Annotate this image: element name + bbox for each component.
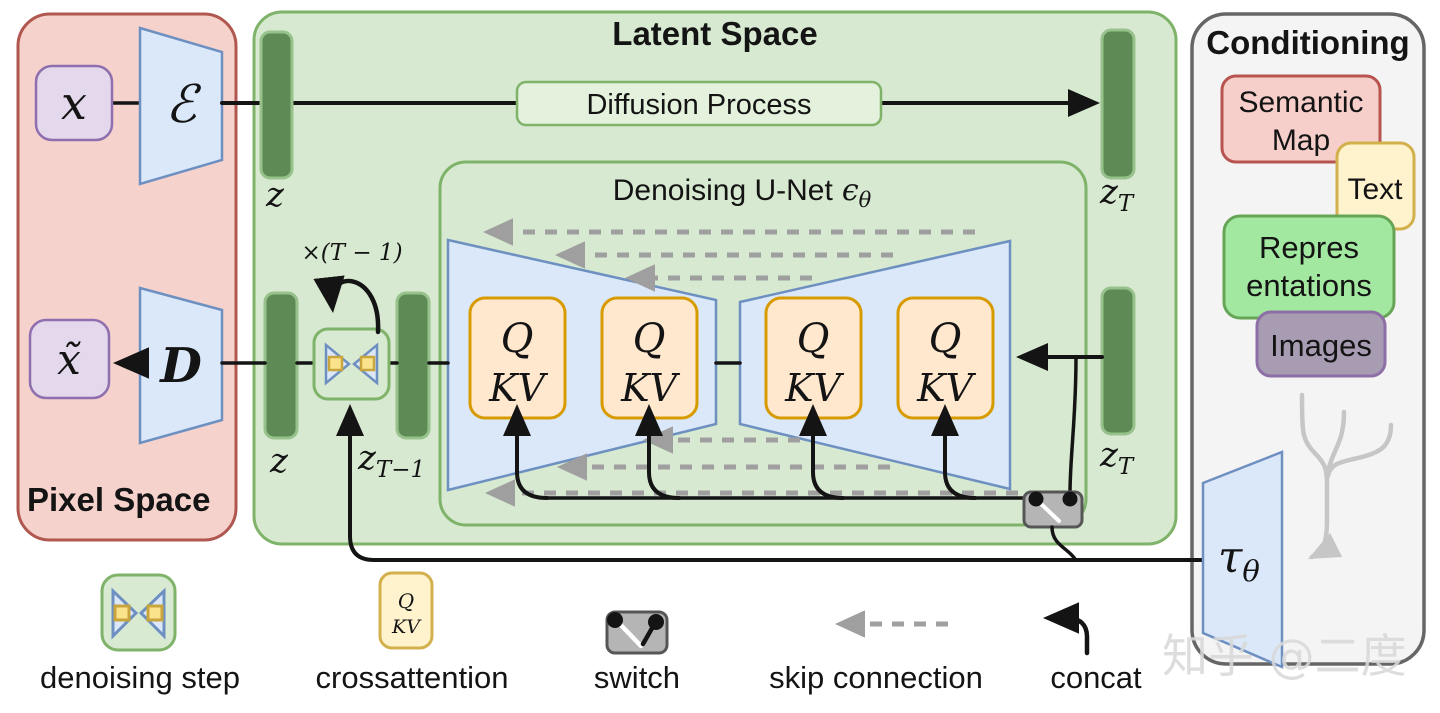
cross-attention-blocks: Q KV Q KV Q KV Q KV bbox=[468, 296, 995, 420]
denoising-step-body bbox=[312, 327, 391, 401]
qkv3-kv-label: KV bbox=[784, 366, 844, 410]
legend: denoising step Q KV crossattention switc… bbox=[40, 571, 1142, 695]
z-T-bar-top bbox=[1100, 28, 1136, 180]
decoder-label: D bbox=[158, 338, 202, 394]
legend-switch-label: switch bbox=[594, 660, 680, 695]
feeder-arrow-2 bbox=[635, 404, 681, 500]
semantic-map-label-line2: Map bbox=[1272, 124, 1330, 157]
conditioning-title: Conditioning bbox=[1206, 24, 1409, 61]
bowtie-square-right bbox=[359, 355, 376, 372]
switch-dot-left bbox=[1028, 491, 1044, 507]
z-bar-left bbox=[263, 291, 299, 440]
skip-connection-arrows bbox=[483, 218, 1018, 507]
x-tilde-label: x̃ bbox=[57, 335, 81, 384]
loop-count-label: ×(T − 1) bbox=[301, 240, 402, 266]
legend-concat-label: concat bbox=[1050, 660, 1142, 695]
semantic-map-label-line1: Semantic bbox=[1238, 86, 1363, 119]
conditioning-feeder-lines bbox=[503, 404, 1038, 500]
input-x-box bbox=[34, 64, 114, 142]
z-T-bar-right bbox=[1100, 286, 1136, 436]
x-label: x bbox=[61, 76, 87, 130]
denoising-step-icon bbox=[312, 327, 391, 401]
z-T-right-label: zT bbox=[1099, 435, 1135, 480]
tree-branch-2 bbox=[1325, 409, 1347, 475]
representations-label-line2: entations bbox=[1246, 268, 1372, 303]
qkv1-kv-label: KV bbox=[488, 366, 548, 410]
conditioning-modality-tree bbox=[1299, 392, 1394, 560]
bowtie-square-left bbox=[327, 355, 344, 372]
legend-switch-dot-right bbox=[648, 614, 664, 630]
legend-switch-dot-left bbox=[607, 612, 623, 628]
tau-label: τθ bbox=[1218, 532, 1260, 588]
output-x-tilde-box bbox=[28, 318, 111, 400]
tree-branch-3 bbox=[1325, 422, 1394, 479]
legend-crossattention-label: crossattention bbox=[316, 660, 509, 695]
encoder-label: ℰ bbox=[165, 75, 201, 135]
tau-encoder-trapezoid bbox=[1201, 450, 1284, 669]
representations-label-line1: Repres bbox=[1259, 230, 1359, 265]
legend-denoising-step-label: denoising step bbox=[40, 660, 240, 695]
legend-switch-icon bbox=[605, 610, 669, 655]
watermark: 知乎 @二度 bbox=[1162, 629, 1407, 683]
z-left-label: z bbox=[269, 441, 289, 481]
images-label: Images bbox=[1270, 328, 1372, 363]
z-T-to-switch-line bbox=[1068, 355, 1078, 496]
diffusion-process-label: Diffusion Process bbox=[586, 89, 811, 121]
conditioning-to-denoising-line bbox=[336, 404, 1205, 562]
legend-bowtie-square-left bbox=[113, 604, 131, 622]
feeder-arrow-3 bbox=[799, 404, 845, 500]
legend-bowtie-square-right bbox=[146, 604, 164, 622]
qkv2-kv-label: KV bbox=[620, 366, 680, 410]
images-box bbox=[1255, 310, 1387, 378]
switch-dot-right bbox=[1062, 491, 1078, 507]
legend-crossattention-icon: Q KV bbox=[378, 571, 434, 650]
legend-skip-connection-label: skip connection bbox=[769, 660, 983, 695]
feeder-arrow-4 bbox=[931, 404, 977, 500]
legend-kv-label: KV bbox=[391, 616, 422, 638]
qkv4-q-label: Q bbox=[929, 316, 962, 362]
z-T-minus-1-bar bbox=[395, 291, 431, 440]
legend-crossattention-body bbox=[378, 571, 434, 650]
encoder-trapezoid bbox=[138, 26, 224, 186]
z-T-top-label: zT bbox=[1099, 172, 1135, 217]
tree-main-branch bbox=[1299, 392, 1343, 560]
pixel-space-title: Pixel Space bbox=[27, 481, 210, 518]
qkv2-q-label: Q bbox=[633, 316, 666, 362]
qkv1-q-label: Q bbox=[501, 316, 534, 362]
switch-icon bbox=[1022, 490, 1084, 529]
qkv3-q-label: Q bbox=[797, 316, 830, 362]
qkv4-kv-label: KV bbox=[916, 366, 976, 410]
z-T-minus-1-label: zT−1 bbox=[357, 438, 425, 483]
latent-space-title: Latent Space bbox=[612, 15, 817, 52]
z-top-label: z bbox=[265, 175, 285, 215]
switch-to-conditioning-line bbox=[1050, 525, 1077, 561]
legend-q-label: Q bbox=[398, 589, 414, 613]
loop-arrow bbox=[313, 275, 381, 335]
legend-concat-icon bbox=[1043, 602, 1090, 656]
text-label: Text bbox=[1347, 173, 1403, 206]
decoder-trapezoid bbox=[138, 286, 224, 445]
semantic-map-box bbox=[1220, 74, 1382, 164]
diffusion-process-box bbox=[515, 80, 883, 127]
legend-denoising-step-icon bbox=[100, 573, 177, 652]
feeder-arrow-1 bbox=[503, 404, 549, 500]
z-bar-top bbox=[259, 30, 294, 180]
legend-denoising-step-body bbox=[100, 573, 177, 652]
